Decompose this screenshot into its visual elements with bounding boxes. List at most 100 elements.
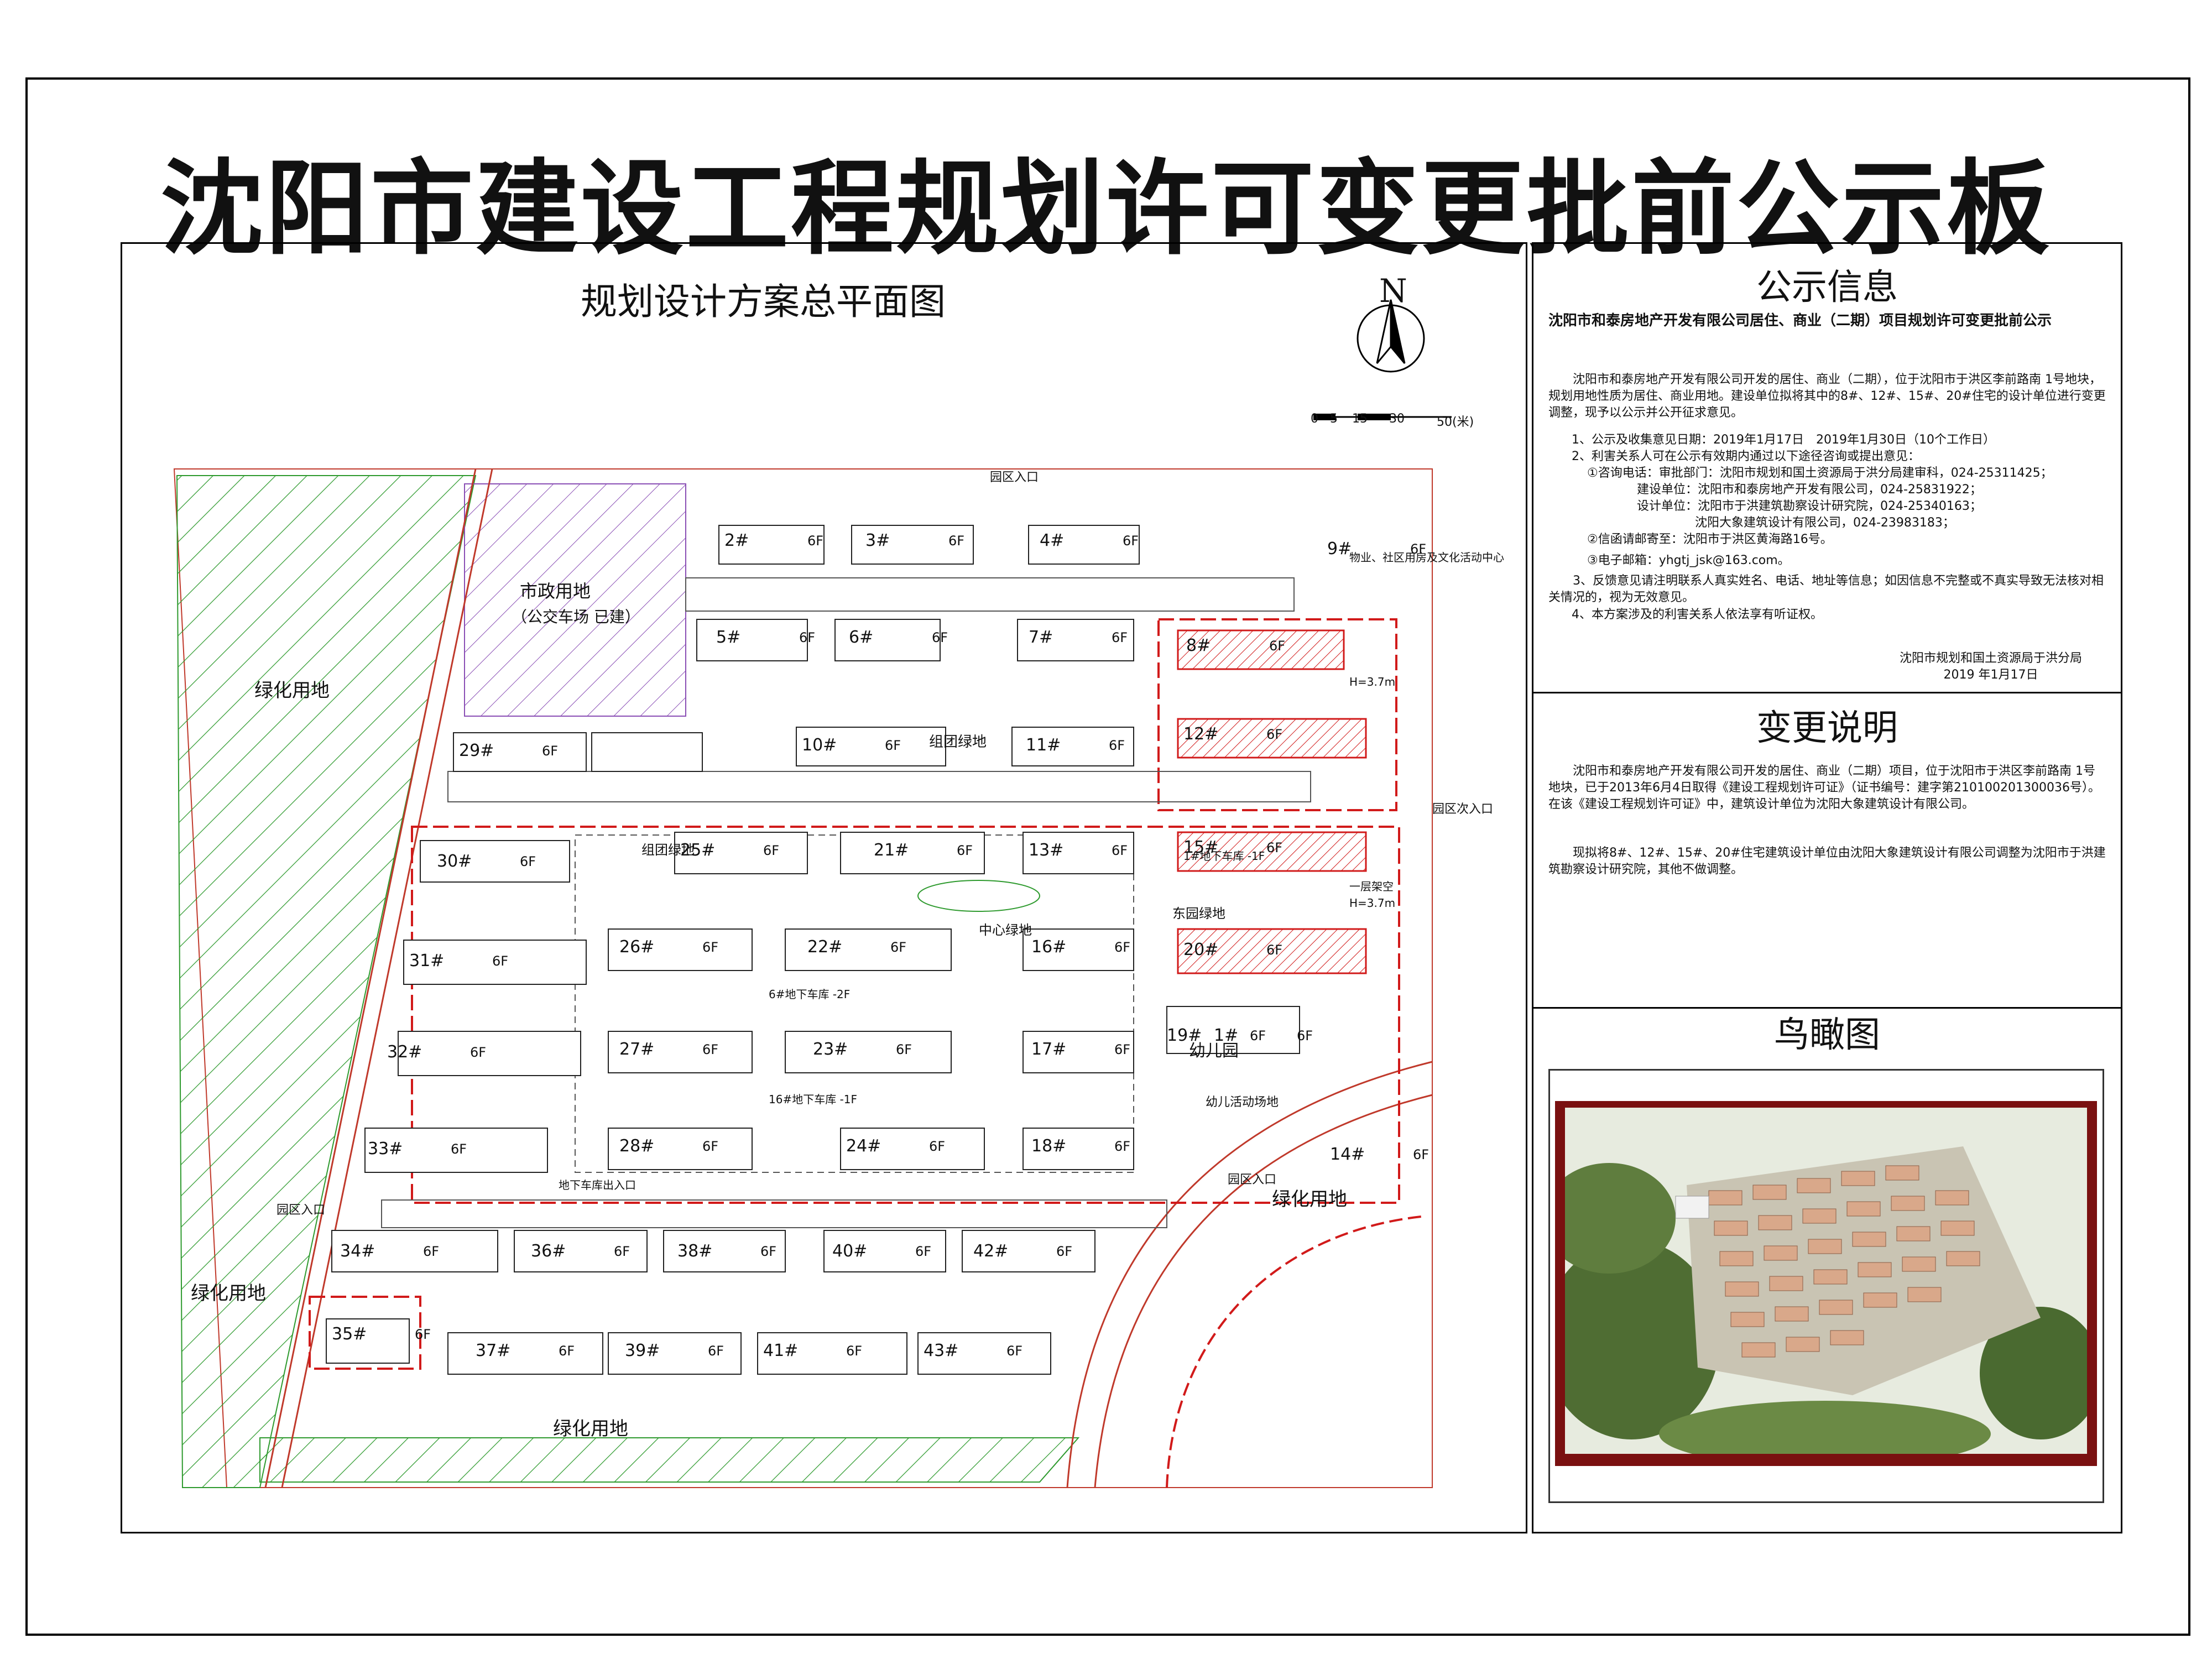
floors-label: 6F bbox=[1266, 840, 1283, 855]
entrance-west-label: 园区入口 bbox=[276, 1203, 325, 1217]
green-zone-label-left: 绿化用地 bbox=[191, 1282, 266, 1305]
floors-label: 6F bbox=[415, 1327, 431, 1342]
notice-para1: 沈阳市和泰房地产开发有限公司开发的居住、商业（二期），位于沈阳市于洪区李前路南 … bbox=[1548, 373, 2106, 420]
floors-label: 6F bbox=[614, 1244, 630, 1259]
property-label: 物业、社区用房及文化活动中心 bbox=[1349, 551, 1504, 564]
west-green-label: 组团绿地 bbox=[641, 842, 695, 858]
building-label-21: 21# bbox=[874, 841, 909, 860]
building-label-39: 39# bbox=[625, 1341, 660, 1360]
building-label-24: 24# bbox=[846, 1136, 881, 1156]
green-zone-label-right: 绿化用地 bbox=[1272, 1188, 1347, 1211]
floors-label: 6F bbox=[1413, 1147, 1430, 1162]
scale-0: 0 bbox=[1311, 412, 1318, 426]
building-label-2: 2# bbox=[724, 531, 749, 550]
aerial-caption: 和泰·御园住宅鸟瞰图 bbox=[1566, 1491, 1639, 1500]
notice-item2-6: ③电子邮箱：yhgtj_jsk@163.com。 bbox=[1587, 554, 1790, 567]
floors-label: 6F bbox=[1266, 727, 1283, 742]
floors-label: 6F bbox=[451, 1141, 467, 1157]
floors-label: 6F bbox=[1297, 1028, 1313, 1044]
building-label-22: 22# bbox=[807, 937, 843, 957]
building-label-15: 15# bbox=[1183, 838, 1219, 857]
building-label-11: 11# bbox=[1026, 735, 1061, 755]
floors-label: 6F bbox=[542, 743, 559, 759]
scale-50: 50(米) bbox=[1437, 415, 1474, 429]
green-zone-bottom bbox=[259, 1437, 1080, 1483]
floors-label: 6F bbox=[492, 953, 509, 969]
first-floor-note: 一层架空 bbox=[1349, 880, 1394, 893]
floors-label: 6F bbox=[763, 843, 780, 858]
building-label-8: 8# bbox=[1186, 636, 1211, 655]
floors-label: 6F bbox=[702, 1042, 719, 1057]
floors-label: 6F bbox=[1269, 638, 1286, 654]
north-arrow-icon bbox=[1313, 299, 1452, 420]
floors-label: 6F bbox=[1056, 1244, 1073, 1259]
floors-label: 6F bbox=[957, 843, 973, 858]
building-label-43: 43# bbox=[924, 1341, 959, 1360]
garage-label-2: 6#地下车库 -2F bbox=[769, 988, 850, 1001]
change-para1: 沈阳市和泰房地产开发有限公司开发的居住、商业（二期）项目，位于沈阳市于洪区李前路… bbox=[1548, 764, 2100, 811]
building-label-14: 14# bbox=[1330, 1145, 1365, 1164]
building-label-5: 5# bbox=[716, 628, 741, 647]
building-label-17: 17# bbox=[1031, 1040, 1067, 1059]
floors-label: 6F bbox=[470, 1045, 487, 1060]
building-label-35: 35# bbox=[332, 1324, 367, 1344]
floors-label: 6F bbox=[702, 940, 719, 955]
floors-label: 6F bbox=[807, 533, 824, 549]
garage-label-1: 1#地下车库 -1F bbox=[1183, 849, 1265, 863]
green-zone-label-bottom: 绿化用地 bbox=[553, 1418, 628, 1440]
building-label-41: 41# bbox=[763, 1341, 799, 1360]
height-label-2: H=3.7m bbox=[1349, 896, 1395, 910]
board-title: 沈阳市建设工程规划许可变更批前公示板 bbox=[160, 148, 2052, 269]
bus-yard-label: （公交车场 已建） bbox=[512, 608, 640, 626]
garage-label-3: 16#地下车库 -1F bbox=[769, 1093, 857, 1106]
scale-30: 30 bbox=[1389, 412, 1405, 426]
notice-item2-1: ①咨询电话：审批部门：沈阳市规划和国土资源局于洪分局建审科，024-253114… bbox=[1587, 466, 2053, 480]
floors-label: 6F bbox=[932, 630, 948, 645]
floors-label: 6F bbox=[885, 738, 901, 753]
east-green-label: 东园绿地 bbox=[1172, 906, 1225, 921]
aerial-image-frame: 和泰·御园住宅鸟瞰图 大象建筑 bbox=[1543, 1101, 2101, 1500]
building-label-12: 12# bbox=[1183, 724, 1219, 744]
notice-sign-org: 沈阳市规划和国土资源局于洪分局 bbox=[1899, 651, 2082, 665]
aerial-image bbox=[1543, 1108, 2101, 1467]
green-zone-left bbox=[176, 475, 477, 1488]
building-label-4: 4# bbox=[1040, 531, 1065, 550]
building-label-18: 18# bbox=[1031, 1136, 1067, 1156]
height-label-1: H=3.7m bbox=[1349, 675, 1395, 688]
plan-title: 规划设计方案总平面图 bbox=[581, 280, 946, 323]
entrance-se-label: 园区入口 bbox=[1228, 1173, 1276, 1187]
notice-item1: 1、公示及收集意见日期：2019年1月17日 2019年1月30日（10个工作日… bbox=[1572, 433, 1995, 447]
central-green-label: 中心绿地 bbox=[979, 922, 1032, 938]
floors-label: 6F bbox=[915, 1244, 932, 1259]
floors-label: 6F bbox=[1114, 1139, 1131, 1154]
scale-5: 5 bbox=[1330, 412, 1338, 426]
notice-item2-4: 沈阳大象建筑设计有限公司，024-23983183； bbox=[1695, 516, 1955, 530]
building-label-31: 31# bbox=[409, 951, 445, 971]
building-label-1: 1# bbox=[1214, 1026, 1239, 1045]
north-green-label: 组团绿地 bbox=[929, 734, 987, 750]
north-label: N bbox=[1379, 272, 1407, 310]
building-label-25: 25# bbox=[680, 841, 716, 860]
board-frame bbox=[25, 77, 2190, 1636]
building-label-40: 40# bbox=[832, 1241, 868, 1261]
building-label-19: 19# bbox=[1167, 1026, 1202, 1045]
building-label-26: 26# bbox=[619, 937, 655, 957]
floors-label: 6F bbox=[708, 1343, 724, 1359]
scale-15: 15 bbox=[1352, 412, 1368, 426]
aerial-title: 鸟瞰图 bbox=[1774, 1015, 1880, 1056]
entrance-north-label: 园区入口 bbox=[990, 471, 1039, 484]
building-label-34: 34# bbox=[340, 1241, 375, 1261]
notice-title: 公示信息 bbox=[1756, 267, 1898, 308]
building-label-29: 29# bbox=[459, 741, 494, 760]
floors-label: 6F bbox=[929, 1139, 946, 1154]
building-label-38: 38# bbox=[677, 1241, 713, 1261]
building-label-27: 27# bbox=[619, 1040, 655, 1059]
floors-label: 6F bbox=[559, 1343, 575, 1359]
notice-sign-date: 2019 年1月17日 bbox=[1943, 668, 2038, 682]
floors-label: 6F bbox=[1112, 843, 1128, 858]
floors-label: 6F bbox=[1109, 738, 1125, 753]
floors-label: 6F bbox=[896, 1042, 912, 1057]
building-label-28: 28# bbox=[619, 1136, 655, 1156]
aerial-brand: 大象建筑 bbox=[2031, 1486, 2067, 1496]
